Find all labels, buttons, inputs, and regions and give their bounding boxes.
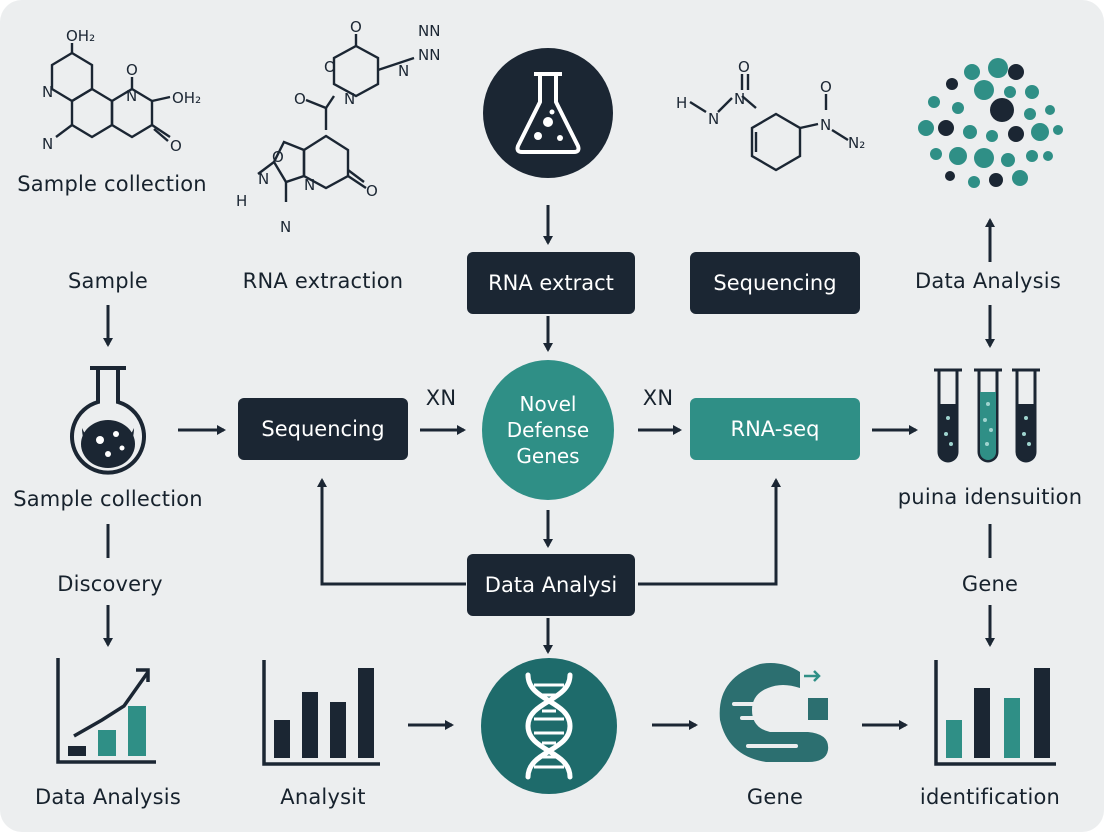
chem-label: NN <box>418 46 440 64</box>
box-sequencing: Sequencing <box>238 398 408 460</box>
chem-label: N₂ <box>848 134 865 152</box>
trend-chart-icon <box>56 658 156 764</box>
chem-label: O <box>738 58 750 76</box>
label-sample: Sample <box>68 269 148 293</box>
label-gene-bottom: Gene <box>746 785 804 809</box>
chem-label: OH₂ <box>172 89 201 107</box>
center-text-line: Defense <box>506 418 590 442</box>
chem-label: N <box>42 83 53 101</box>
chem-label: NN <box>418 22 440 40</box>
chem-label: N <box>708 110 719 128</box>
data-cloud-icon <box>918 58 1063 188</box>
loop-to-rnaseq <box>638 478 781 586</box>
test-tubes-icon <box>934 368 1040 463</box>
chem-label: N <box>258 170 269 188</box>
sample-flask-icon <box>70 366 146 475</box>
chem-label: O <box>820 78 832 96</box>
molecule-1-icon: OH₂ N O N OH₂ N O <box>42 27 201 155</box>
label-puina-idensuition: puina idensuition <box>897 485 1083 509</box>
loop-to-sequencing <box>317 478 466 586</box>
label-rna-extraction: RNA extraction <box>242 269 404 293</box>
center-text-line: Genes <box>516 444 580 468</box>
chem-label: O <box>350 18 362 36</box>
label-sample-collection-top: Sample collection <box>17 172 207 196</box>
chem-label: O <box>170 137 182 155</box>
dna-helix-icon <box>525 672 573 780</box>
flask-circle <box>483 48 613 178</box>
label-data-analysis-right: Data Analysis <box>915 269 1061 293</box>
chem-label: N <box>304 176 315 194</box>
box-sequencing-top: Sequencing <box>690 252 860 314</box>
center-text-line: Novel <box>519 392 577 416</box>
label-discovery: Discovery <box>57 572 163 596</box>
chem-label: O <box>324 58 336 76</box>
label-analysit: Analysit <box>280 785 366 809</box>
chem-label: N <box>42 135 53 153</box>
molecule-2-icon: NN NN O O N O N O N H N N O <box>236 18 440 236</box>
label-gene-right: Gene <box>961 572 1019 596</box>
chem-label: N <box>344 90 355 108</box>
label-sample-collection-mid: Sample collection <box>13 487 203 511</box>
box-data-analysi: Data Analysi <box>467 554 635 616</box>
label-identification: identification <box>919 785 1061 809</box>
chem-label: O <box>272 148 284 166</box>
chem-label: O <box>294 90 306 108</box>
bar-chart-icon <box>262 660 380 766</box>
label-data-analysis-bottom: Data Analysis <box>35 785 181 809</box>
flask-icon <box>515 72 581 154</box>
chem-label: O <box>126 61 138 79</box>
identification-chart-icon <box>934 660 1056 766</box>
chem-label: N <box>820 116 831 134</box>
chem-label: O <box>366 182 378 200</box>
chem-label: N <box>126 87 137 105</box>
chem-label: OH₂ <box>66 27 95 45</box>
label-xn-left: XN <box>425 386 457 410</box>
chem-label: H <box>236 192 247 210</box>
center-novel-defense-genes: Novel Defense Genes <box>482 360 614 500</box>
chem-label: N <box>280 218 291 236</box>
box-rna-seq: RNA-seq <box>690 398 860 460</box>
chem-label: H <box>676 94 687 112</box>
chem-label: N <box>734 90 745 108</box>
molecule-3-icon: H N N O O N N₂ <box>676 58 865 172</box>
gene-glyph-icon <box>719 663 829 762</box>
dna-circle <box>481 658 617 794</box>
chem-label: N <box>398 62 409 80</box>
label-xn-right: XN <box>642 386 674 410</box>
box-rna-extract: RNA extract <box>467 252 635 314</box>
